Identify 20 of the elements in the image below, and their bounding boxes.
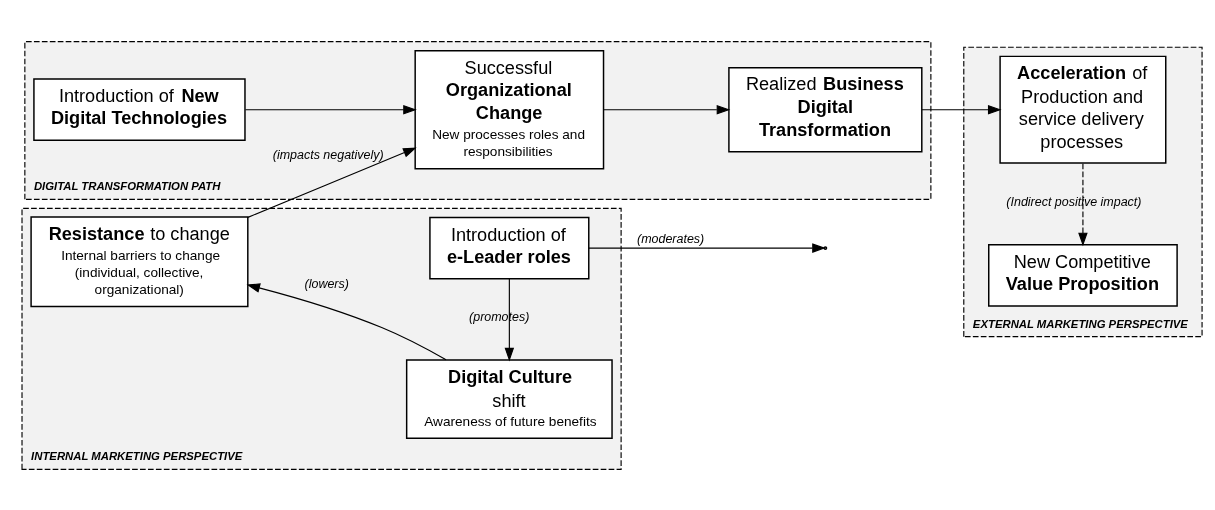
- arrow: [247, 147, 417, 218]
- node-box: Introduction of e-Leader roles: [429, 216, 590, 279]
- node-box: Acceleration of Production and service delivery processes: [999, 55, 1167, 164]
- node-box: Realized Business Digital Transformation: [728, 66, 923, 152]
- node-box: Introduction of New Digital Technologies: [33, 77, 246, 141]
- edge-label: (lowers): [304, 276, 349, 291]
- node-box: Successful Organizational Change New processes roles and responsibilities: [414, 49, 605, 169]
- node-box: Digital Culture shift Awareness of future benefits: [405, 358, 613, 439]
- node-box: Resistance to change Internal barriers to change (individual, collective, organizational): [30, 215, 249, 307]
- arrow: [588, 242, 826, 253]
- arrow: [246, 282, 447, 360]
- arrow: [504, 278, 515, 361]
- arrow: [1078, 162, 1088, 246]
- arrow: [921, 104, 1002, 114]
- node-box: New Competitive Value Proposition: [988, 243, 1178, 307]
- edge-label: (Indirect positive impact): [1006, 194, 1142, 209]
- arrow: [244, 104, 417, 114]
- edge-label: (moderates): [637, 231, 705, 246]
- edge-label: (impacts negatively): [272, 147, 384, 162]
- arrow: [603, 104, 731, 114]
